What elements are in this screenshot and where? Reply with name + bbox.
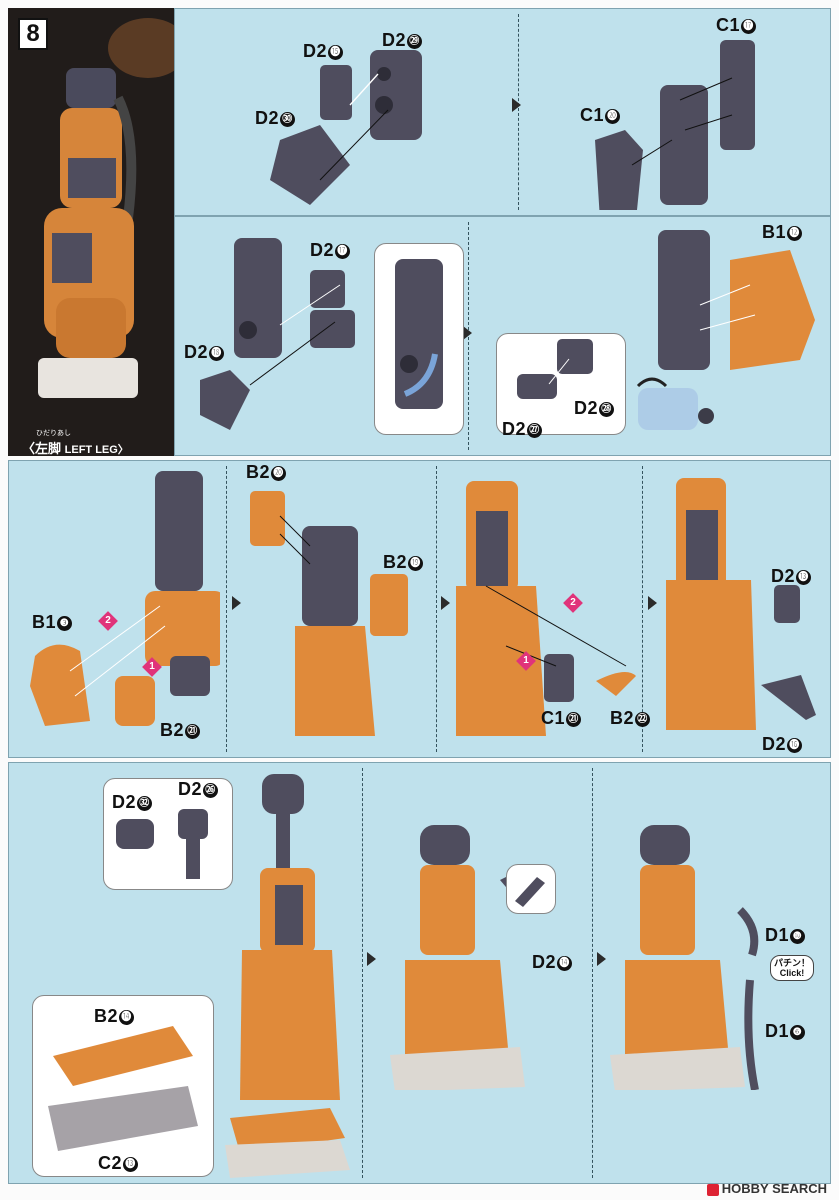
order-badge: 1 (516, 651, 536, 671)
separator (642, 466, 643, 752)
order-badge: 2 (563, 593, 583, 613)
step-arrow-icon (512, 98, 521, 112)
title-jp: 〈左脚 (22, 441, 62, 456)
part-illustration (515, 877, 545, 907)
separator (518, 14, 519, 210)
part-illustration (456, 481, 636, 736)
title-ruby: ひだりあし (36, 430, 71, 437)
separator (226, 466, 227, 752)
click-callout: パチン！Click! (770, 955, 815, 981)
part-illustration (395, 259, 443, 409)
part-illustration (636, 377, 714, 430)
part-illustration (116, 809, 208, 879)
part-illustration (658, 230, 815, 370)
separator (436, 466, 437, 752)
part-illustration (517, 339, 593, 399)
section-title: ひだりあし 〈左脚 LEFT LEG〉 (22, 428, 129, 457)
separator (592, 768, 593, 1178)
part-illustration (30, 471, 220, 726)
step-arrow-icon (648, 596, 657, 610)
part-illustration (270, 50, 422, 205)
title-en: LEFT LEG〉 (64, 444, 129, 456)
part-illustration (225, 774, 350, 1178)
part-illustration (595, 40, 755, 210)
detail-inset (496, 333, 626, 435)
part-illustration (390, 825, 525, 1090)
order-badge: 2 (98, 611, 118, 631)
order-badge: 1 (142, 657, 162, 677)
part-illustration (200, 238, 355, 430)
part-illustration (666, 478, 816, 730)
leg-photo-illustration (8, 8, 188, 456)
detail-inset (374, 243, 464, 435)
detail-inset (32, 995, 214, 1177)
step-arrow-icon (597, 952, 606, 966)
part-illustration (48, 1026, 198, 1151)
part-illustration (250, 491, 408, 736)
watermark: HOBBY SEARCH (706, 1181, 827, 1196)
reference-photo: 8 ひだりあし 〈左脚 LEFT LEG〉 (8, 8, 188, 457)
watermark-logo-icon (706, 1183, 719, 1196)
step-arrow-icon (367, 952, 376, 966)
part-illustration (610, 825, 759, 1090)
step-arrow-icon (463, 326, 472, 340)
step-number: 8 (18, 18, 48, 50)
step-arrow-icon (232, 596, 241, 610)
detail-inset (506, 864, 556, 914)
step-arrow-icon (441, 596, 450, 610)
separator (362, 768, 363, 1178)
detail-inset (103, 778, 233, 890)
